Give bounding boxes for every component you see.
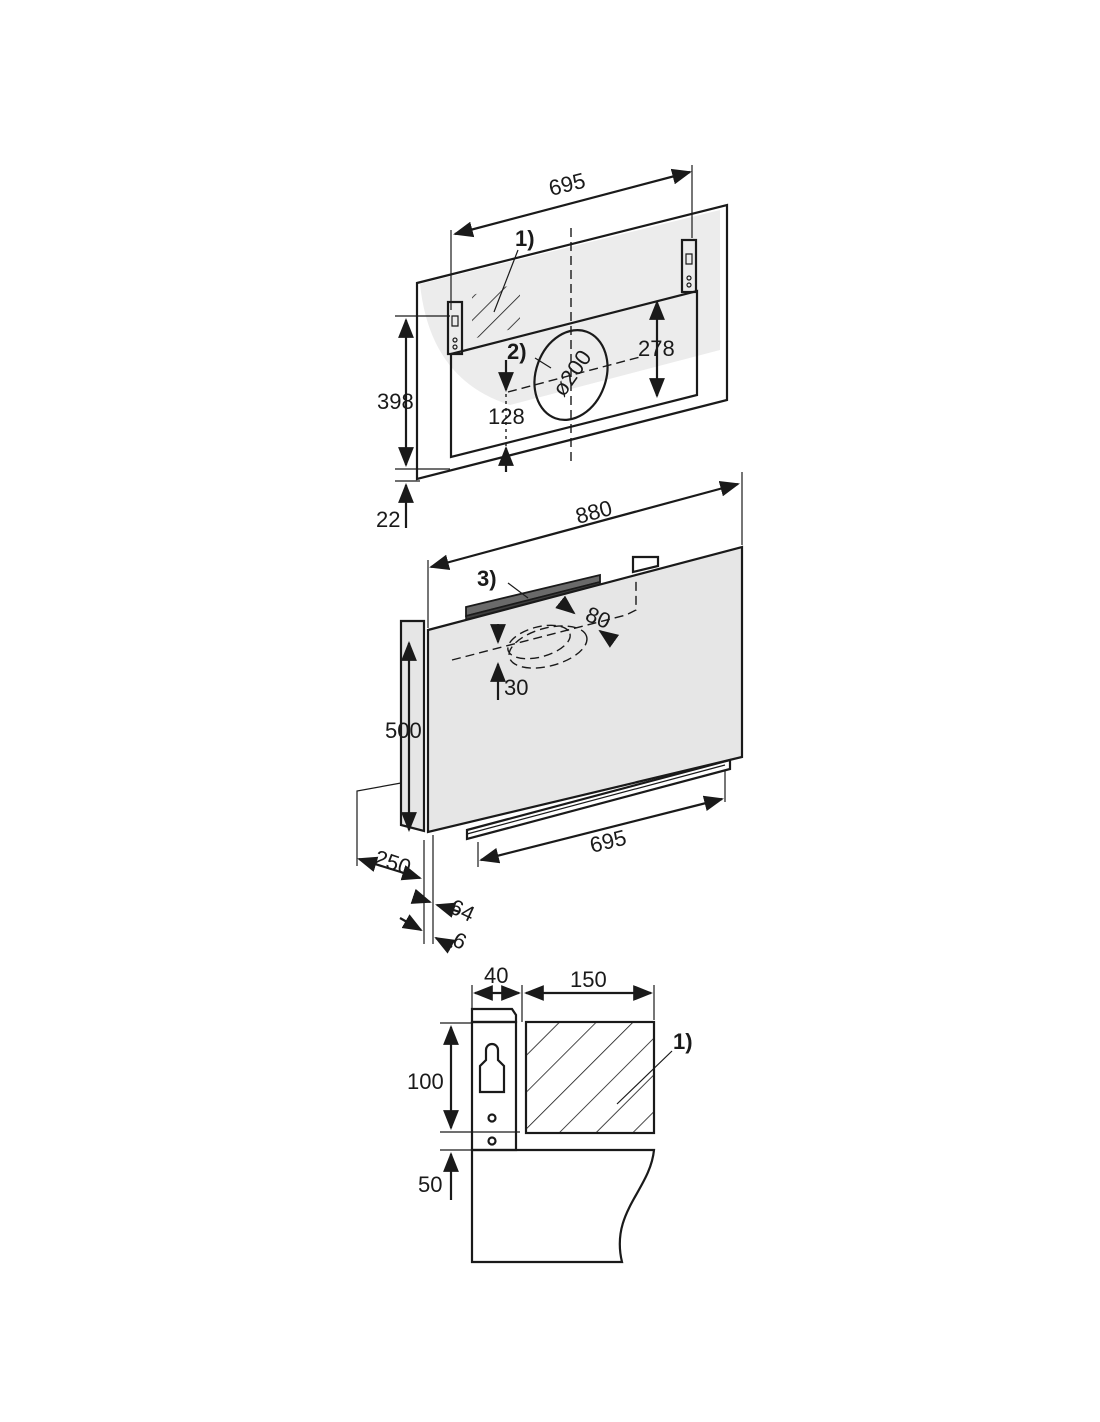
dim-bracket-width: 40: [484, 963, 508, 988]
dim-top-offset: 22: [376, 507, 400, 532]
dim-top-height: 398: [377, 389, 414, 414]
left-bracket: [446, 300, 464, 356]
callout-hatched-area: 1): [515, 226, 535, 251]
dim-duct-offset-top: 30: [504, 675, 528, 700]
top-view: 695 398 22 278 128 ø200 1) 2): [376, 165, 729, 532]
hatched-area: [472, 283, 520, 339]
dim-hood-depth: 250: [371, 845, 414, 880]
dim-hatch-width: 150: [570, 967, 607, 992]
dim-duct-height: 278: [638, 336, 675, 361]
dim-top-width: 695: [546, 168, 588, 201]
bottom-trim: [465, 758, 732, 841]
detail-view: 40 150 100 50 1): [407, 963, 693, 1264]
dim-duct-center: 128: [488, 404, 525, 429]
dim-hood-height: 500: [385, 718, 422, 743]
duct-opening: [533, 329, 609, 421]
callout-duct-connector: 3): [477, 566, 497, 591]
dim-lower-width: 695: [587, 825, 629, 858]
dim-bottom-offset: 50: [418, 1172, 442, 1197]
glass-panel: [426, 545, 744, 834]
dim-hood-width: 880: [573, 495, 615, 529]
detail-bracket: [470, 1020, 518, 1152]
hood-plate: [449, 289, 699, 459]
right-bracket: [680, 238, 698, 294]
wall-shade: [420, 210, 720, 405]
dim-glass-gap: 6: [449, 927, 471, 955]
hood-view: 880 500 695 250 64 6 80 30 3): [356, 472, 744, 955]
callout-duct-opening: 2): [507, 339, 527, 364]
callout-detail-hatched-area: 1): [673, 1029, 693, 1054]
detail-hood-body: [470, 1148, 656, 1264]
detail-hatched-area: [524, 1020, 656, 1135]
dim-bracket-height: 100: [407, 1069, 444, 1094]
dim-glass-depth: 64: [446, 894, 479, 927]
